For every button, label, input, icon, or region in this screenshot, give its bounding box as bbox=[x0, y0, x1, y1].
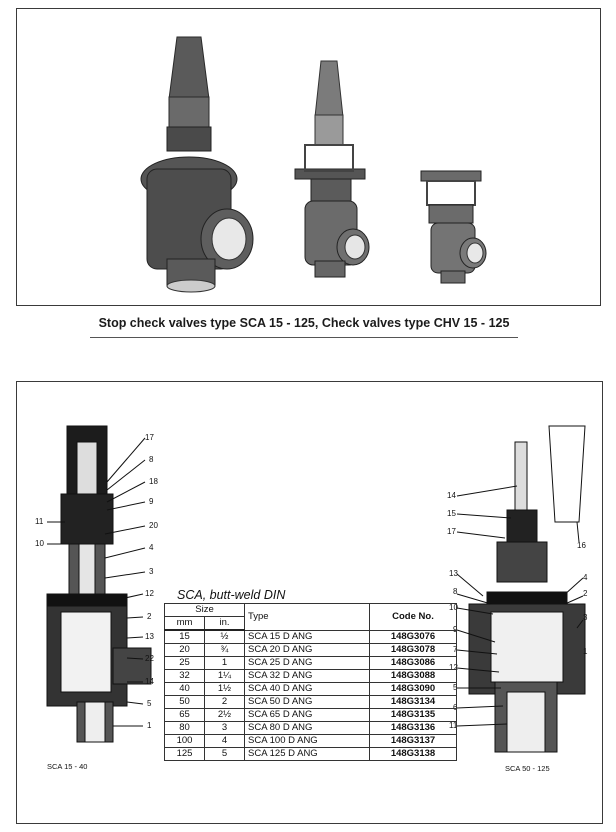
cell-in: 1 bbox=[204, 656, 245, 670]
header-in: in. bbox=[204, 616, 245, 631]
right-cross-section-drawing bbox=[456, 425, 586, 753]
valves-photo-image bbox=[140, 36, 487, 293]
table-units-row: mm in. bbox=[164, 616, 457, 631]
callout-left-17: 17 bbox=[145, 433, 154, 442]
cell-code: 148G3136 bbox=[369, 721, 457, 735]
cell-type: SCA 125 D ANG bbox=[244, 747, 370, 761]
callout-left-14: 14 bbox=[145, 677, 154, 686]
table-header-row: Size Type Code No. bbox=[164, 603, 457, 631]
left-cross-section-drawing bbox=[46, 425, 152, 743]
cell-code: 148G3138 bbox=[369, 747, 457, 761]
cell-type: SCA 15 D ANG bbox=[244, 629, 370, 644]
header-code-no: Code No. bbox=[369, 603, 457, 631]
callout-left-5: 5 bbox=[147, 699, 152, 708]
cell-in: 1½ bbox=[204, 682, 245, 696]
callout-right-3: 3 bbox=[583, 613, 588, 622]
cell-mm: 100 bbox=[164, 734, 205, 748]
technical-drawing-panel: 17 8 18 9 20 11 10 4 3 12 2 13 22 14 5 1… bbox=[16, 381, 603, 824]
header-size: Size bbox=[164, 603, 245, 617]
left-drawing-label: SCA 15 - 40 bbox=[47, 762, 88, 771]
figure-caption: Stop check valves type SCA 15 - 125, Che… bbox=[98, 316, 510, 330]
cell-type: SCA 40 D ANG bbox=[244, 682, 370, 696]
header-type: Type bbox=[244, 603, 370, 631]
cell-mm: 15 bbox=[164, 629, 205, 644]
callout-right-4: 4 bbox=[583, 573, 588, 582]
callout-right-2: 2 bbox=[583, 589, 588, 598]
callout-right-17: 17 bbox=[447, 527, 456, 536]
cell-in: 2½ bbox=[204, 708, 245, 722]
cell-mm: 32 bbox=[164, 669, 205, 683]
cell-code: 148G3090 bbox=[369, 682, 457, 696]
callout-left-2: 2 bbox=[147, 612, 152, 621]
header-mm: mm bbox=[164, 616, 205, 631]
right-drawing-label: SCA 50 - 125 bbox=[505, 764, 550, 773]
cell-in: 4 bbox=[204, 734, 245, 748]
cell-type: SCA 20 D ANG bbox=[244, 643, 370, 657]
cell-mm: 65 bbox=[164, 708, 205, 722]
caption-underline bbox=[90, 337, 518, 338]
callout-left-22: 22 bbox=[145, 654, 154, 663]
cell-type: SCA 100 D ANG bbox=[244, 734, 370, 748]
callout-left-20: 20 bbox=[149, 521, 158, 530]
callout-right-8: 8 bbox=[453, 587, 458, 596]
cell-mm: 40 bbox=[164, 682, 205, 696]
cell-mm: 25 bbox=[164, 656, 205, 670]
callout-left-8: 8 bbox=[149, 455, 154, 464]
cell-type: SCA 25 D ANG bbox=[244, 656, 370, 670]
callout-left-13: 13 bbox=[145, 632, 154, 641]
cell-code: 148G3088 bbox=[369, 669, 457, 683]
callout-right-13: 13 bbox=[449, 569, 458, 578]
callout-left-3: 3 bbox=[149, 567, 154, 576]
callout-left-11: 11 bbox=[35, 517, 44, 526]
callout-left-10: 10 bbox=[35, 539, 44, 548]
cell-mm: 80 bbox=[164, 721, 205, 735]
callout-right-16: 16 bbox=[577, 541, 586, 550]
cell-in: ½ bbox=[204, 629, 245, 644]
cell-code: 148G3078 bbox=[369, 643, 457, 657]
cross-section-drawings bbox=[46, 425, 586, 753]
cell-type: SCA 80 D ANG bbox=[244, 721, 370, 735]
callout-left-1: 1 bbox=[147, 721, 152, 730]
cell-mm: 125 bbox=[164, 747, 205, 761]
callout-left-4: 4 bbox=[149, 543, 154, 552]
cell-type: SCA 65 D ANG bbox=[244, 708, 370, 722]
cell-in: 1¼ bbox=[204, 669, 245, 683]
table-title: SCA, butt-weld DIN bbox=[177, 588, 286, 602]
callout-left-9: 9 bbox=[149, 497, 154, 506]
cell-mm: 20 bbox=[164, 643, 205, 657]
valve-photo-panel bbox=[16, 8, 601, 306]
medium-valve-image bbox=[294, 60, 370, 278]
callout-right-15: 15 bbox=[447, 509, 456, 518]
callout-left-18: 18 bbox=[149, 477, 158, 486]
small-valve-image bbox=[420, 170, 487, 284]
cell-code: 148G3135 bbox=[369, 708, 457, 722]
cell-type: SCA 50 D ANG bbox=[244, 695, 370, 709]
callout-right-1: 1 bbox=[583, 647, 588, 656]
cell-type: SCA 32 D ANG bbox=[244, 669, 370, 683]
callout-right-14: 14 bbox=[447, 491, 456, 500]
cell-code: 148G3076 bbox=[369, 629, 457, 644]
cell-in: 5 bbox=[204, 747, 245, 761]
cell-in: 2 bbox=[204, 695, 245, 709]
cell-code: 148G3086 bbox=[369, 656, 457, 670]
large-valve-image bbox=[140, 36, 254, 293]
cell-code: 148G3137 bbox=[369, 734, 457, 748]
cell-mm: 50 bbox=[164, 695, 205, 709]
cell-in: ¾ bbox=[204, 643, 245, 657]
callout-left-12: 12 bbox=[145, 589, 154, 598]
cell-code: 148G3134 bbox=[369, 695, 457, 709]
cell-in: 3 bbox=[204, 721, 245, 735]
